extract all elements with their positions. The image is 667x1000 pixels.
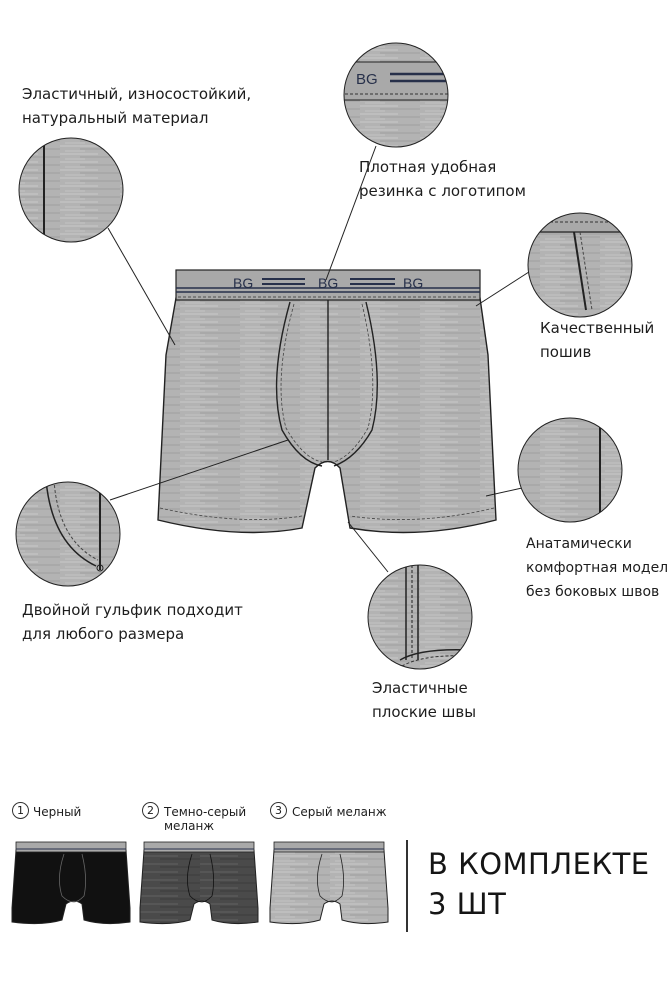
variant-1-label: Черный — [33, 805, 82, 819]
feature-waistband-line2: резинка с логотипом — [359, 182, 526, 200]
feature-sewing-line2: пошив — [540, 343, 592, 361]
feature-waistband-line1: Плотная удобная — [359, 158, 497, 176]
variant-3-number: 3 — [270, 802, 287, 819]
zoom-seams — [367, 564, 473, 670]
feature-seams-line1: Эластичные — [372, 679, 468, 697]
variant-grey-melange-briefs — [269, 841, 389, 925]
feature-model-line2: комфортная модель — [526, 560, 667, 576]
svg-text:BG: BG — [318, 275, 338, 291]
feature-seams-line2: плоские швы — [372, 703, 477, 721]
variant-dark-grey-briefs — [139, 841, 259, 925]
zoom-material — [18, 137, 124, 243]
variant-2-label-line2: меланж — [164, 819, 215, 833]
callout-lines — [107, 145, 533, 573]
bundle-line2: 3 ШТ — [428, 887, 507, 921]
svg-text:BG: BG — [233, 275, 253, 291]
svg-text:BG: BG — [356, 71, 378, 88]
zoom-gusset — [15, 481, 121, 587]
bundle-text: В КОМПЛЕКТЕ 3 ШТ — [428, 844, 650, 924]
feature-waistband: Плотная удобная резинка с логотипом — [359, 155, 526, 203]
svg-text:BG: BG — [403, 275, 423, 291]
feature-seams: Эластичные плоские швы — [372, 676, 476, 724]
zoom-model — [517, 417, 623, 523]
feature-gusset-line2: для любого размера — [22, 625, 185, 643]
bundle-line1: В КОМПЛЕКТЕ — [428, 847, 650, 881]
zoom-waistband: BG — [343, 42, 449, 148]
feature-gusset: Двойной гульфик подходит для любого разм… — [22, 598, 243, 646]
zoom-sewing — [527, 212, 633, 318]
divider — [406, 840, 408, 932]
feature-sewing-line1: Качественный — [540, 319, 655, 337]
feature-model-line3: без боковых швов — [526, 584, 660, 600]
feature-model: Анатамически комфортная модель без боков… — [526, 532, 667, 604]
feature-material-line2: натуральный материал — [22, 109, 209, 127]
variant-2-label: Темно-серый меланж — [164, 805, 246, 833]
variant-black-briefs — [11, 841, 131, 925]
feature-model-line1: Анатамически — [526, 536, 632, 552]
variant-1-number: 1 — [12, 802, 29, 819]
feature-gusset-line1: Двойной гульфик подходит — [22, 601, 243, 619]
feature-sewing: Качественный пошив — [540, 316, 654, 364]
feature-material-line1: Эластичный, износостойкий, — [22, 85, 252, 103]
feature-material: Эластичный, износостойкий, натуральный м… — [22, 82, 251, 130]
variant-3-label: Серый меланж — [292, 805, 387, 819]
variant-2-number: 2 — [142, 802, 159, 819]
variant-2-label-line1: Темно-серый — [164, 805, 247, 819]
main-briefs: BG BG BG — [157, 269, 497, 534]
